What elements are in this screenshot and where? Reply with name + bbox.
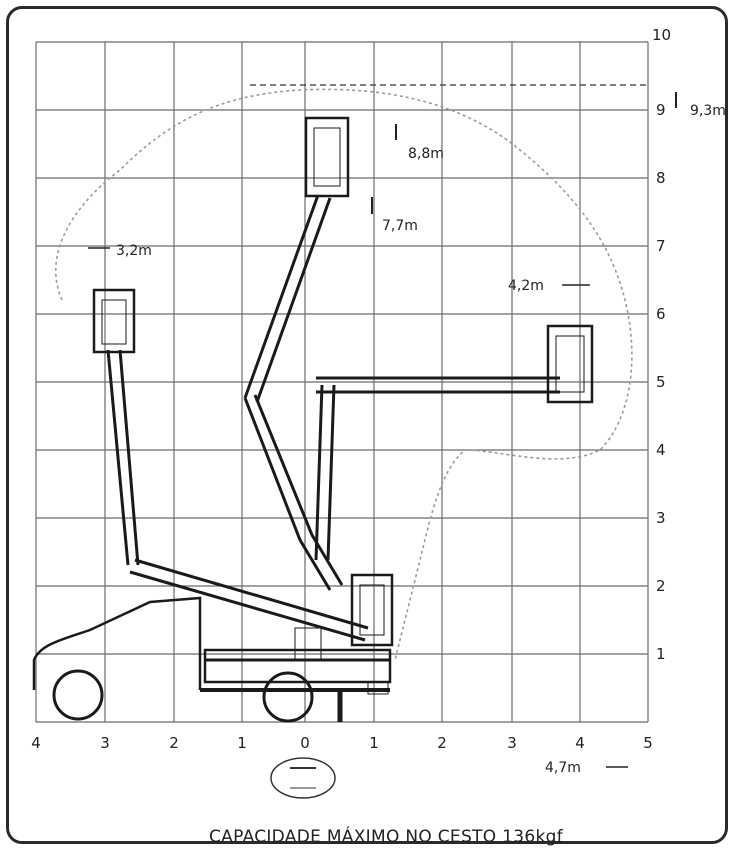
- basket-side: [546, 324, 594, 404]
- boom-vertical-lower: [243, 394, 344, 591]
- max-height-marker: 9,3m: [675, 92, 726, 119]
- rear-wheel: [262, 671, 314, 723]
- capacity-caption: CAPACIDADE MÁXIMO NO CESTO 136kgf: [209, 825, 564, 847]
- manufacturer-logo: [270, 757, 336, 799]
- y-tick-label: 8: [656, 169, 666, 187]
- max-outreach-label: 4,7m: [545, 760, 581, 776]
- outrigger-foot: [367, 681, 389, 695]
- x-axis-ticks: 4 3 2 1 0 1 2 3 4 5: [31, 734, 653, 752]
- y-tick-label: 10: [652, 26, 671, 44]
- x-tick-label: 3: [100, 734, 110, 752]
- working-envelope: [55, 88, 633, 661]
- truck-cab: [32, 596, 202, 690]
- basket-side-inner: [555, 335, 585, 393]
- side-reach-label: 4,2m: [508, 278, 544, 294]
- basket-floor-label: 7,7m: [382, 218, 418, 234]
- x-tick-label: 1: [369, 734, 379, 752]
- diagram-frame: [6, 6, 728, 844]
- basket-top: [304, 116, 350, 198]
- x-tick-label: 5: [643, 734, 653, 752]
- annotations: 9,3m 8,8m 7,7m 3,2m 4,2m 4,7m: [88, 92, 726, 776]
- y-tick-label: 6: [656, 305, 666, 323]
- truck-bed: [203, 648, 392, 684]
- side-reach-marker: 4,2m: [508, 278, 590, 294]
- truck-and-boom-drawing: [32, 116, 594, 723]
- basket-top-label: 8,8m: [408, 146, 444, 162]
- y-tick-label: 4: [656, 441, 666, 459]
- y-tick-label: 5: [656, 373, 666, 391]
- boom-side-upper: [316, 376, 560, 394]
- x-tick-label: 4: [575, 734, 585, 752]
- y-tick-label: 3: [656, 509, 666, 527]
- x-tick-label: 3: [507, 734, 517, 752]
- basket-rear: [92, 288, 136, 354]
- x-tick-label: 1: [237, 734, 247, 752]
- basket-stowed-inner: [359, 584, 385, 636]
- rear-reach-marker: 3,2m: [88, 243, 152, 259]
- x-tick-label: 4: [31, 734, 41, 752]
- x-tick-label: 2: [437, 734, 447, 752]
- x-tick-label: 2: [169, 734, 179, 752]
- boom-rear-upper: [106, 349, 140, 566]
- y-tick-label: 7: [656, 237, 666, 255]
- basket-top-marker: 8,8m: [395, 124, 444, 162]
- boom-side-lower: [314, 384, 336, 561]
- max-height-label: 9,3m: [690, 103, 726, 119]
- turret: [294, 627, 322, 661]
- boom-rear-lower: [129, 558, 369, 642]
- basket-rear-inner: [101, 299, 127, 345]
- y-tick-label: 9: [656, 101, 666, 119]
- rear-reach-label: 3,2m: [116, 243, 152, 259]
- basket-stowed: [350, 573, 394, 647]
- max-outreach-marker: 4,7m: [545, 760, 628, 776]
- basket-floor-marker: 7,7m: [371, 197, 418, 234]
- x-tick-label: 0: [300, 734, 310, 752]
- front-wheel: [52, 669, 104, 721]
- boom-vertical-upper: [243, 194, 332, 403]
- y-axis-ticks: 1 2 3 4 5 6 7 8 9 10: [652, 26, 671, 663]
- basket-top-inner: [313, 127, 341, 187]
- y-tick-label: 2: [656, 577, 666, 595]
- y-tick-label: 1: [656, 645, 666, 663]
